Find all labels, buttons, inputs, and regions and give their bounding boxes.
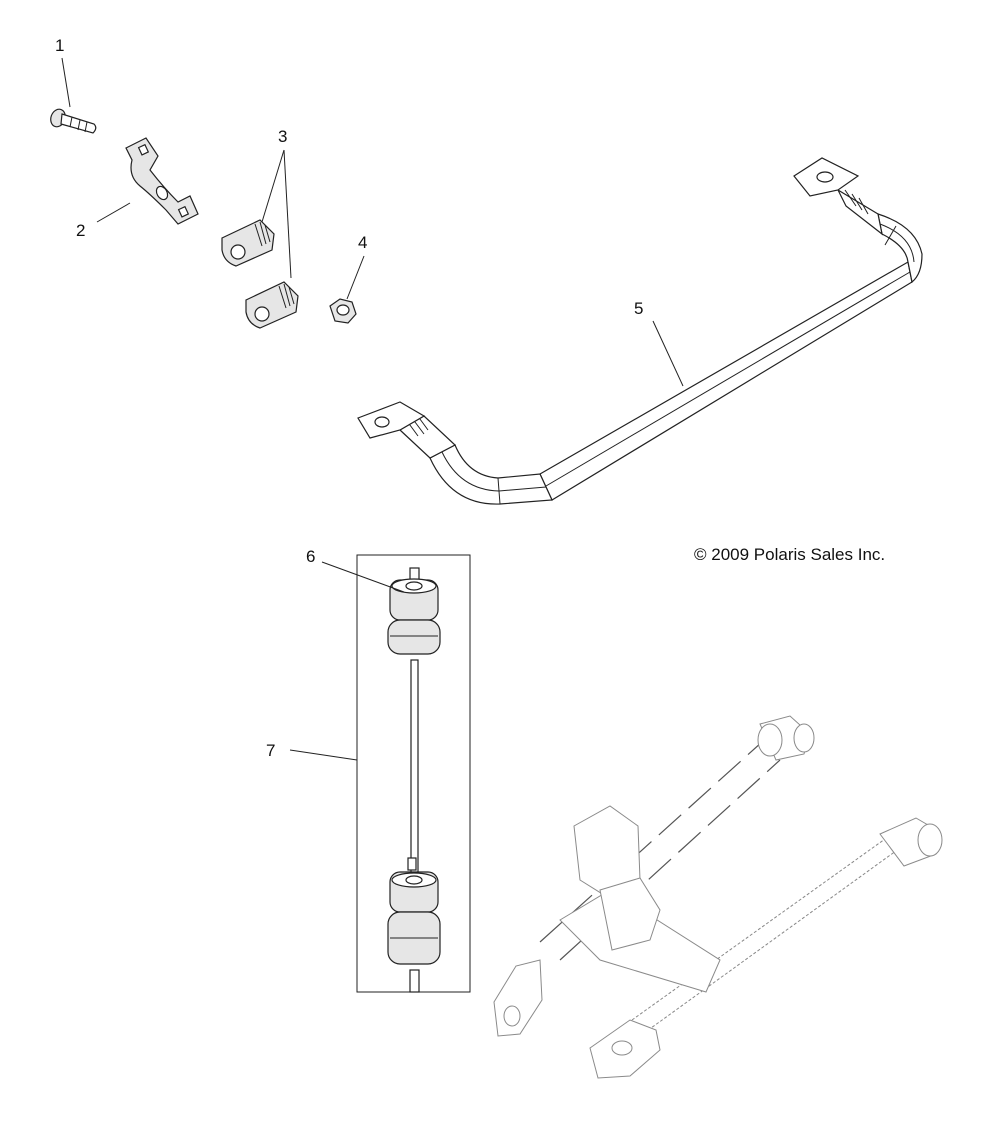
leader-7	[289, 749, 358, 761]
leader-4	[346, 255, 365, 300]
leader-1	[61, 57, 71, 108]
callout-1: 1	[55, 36, 64, 55]
callout-4: 4	[358, 233, 367, 252]
stabilizer-bar-icon	[357, 157, 923, 505]
callout-7: 7	[266, 741, 275, 760]
leader-6	[321, 561, 405, 593]
nut-icon	[329, 298, 357, 324]
leader-2	[96, 202, 131, 223]
copyright-notice: © 2009 Polaris Sales Inc.	[694, 545, 885, 564]
link-bushing-icon	[387, 578, 441, 965]
callout-5: 5	[634, 299, 643, 318]
bolt-icon	[50, 108, 97, 134]
suspension-assembly-reference	[493, 715, 943, 1079]
leader-3a	[261, 149, 285, 223]
bracket-icon	[125, 137, 199, 225]
bushing-icon	[221, 219, 299, 329]
callout-3: 3	[278, 127, 287, 146]
leader-5	[652, 320, 684, 387]
callout-6: 6	[306, 547, 315, 566]
callout-2: 2	[76, 221, 85, 240]
leader-3b	[283, 149, 292, 279]
